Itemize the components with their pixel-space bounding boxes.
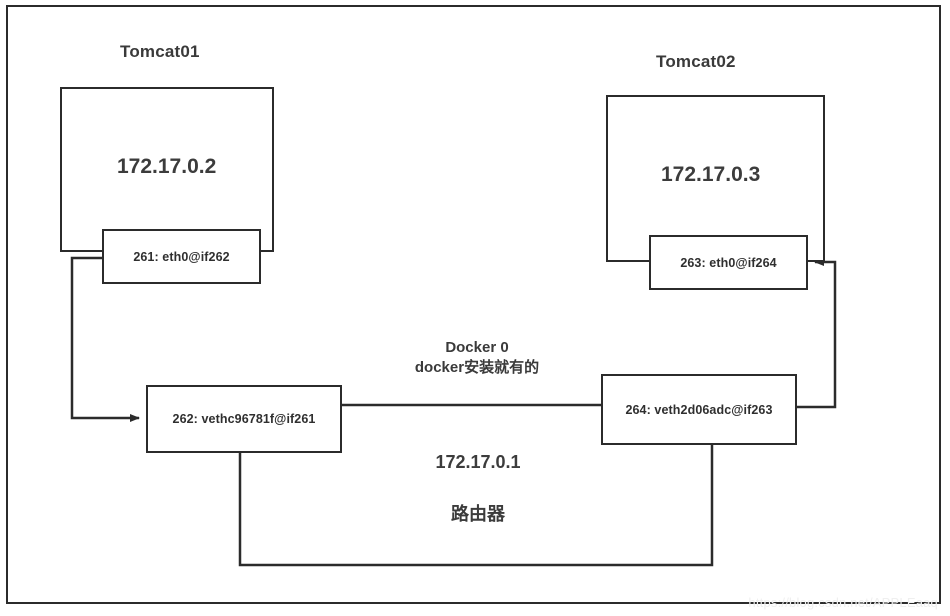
bridge-name: Docker 0 docker安装就有的 xyxy=(397,338,557,379)
interface-label-veth-264: 264: veth2d06adc@if263 xyxy=(625,402,773,417)
interface-label-tomcat01-eth0: 261: eth0@if262 xyxy=(133,249,230,264)
container-box-tomcat01 xyxy=(60,87,274,252)
watermark: https://blog.csdn.net/APPLEaaq xyxy=(748,595,938,610)
interface-box-veth-264: 264: veth2d06adc@if263 xyxy=(601,374,797,445)
container-ip-tomcat02: 172.17.0.3 xyxy=(661,163,761,186)
bridge-ip: 172.17.0.1 xyxy=(435,452,521,472)
bridge-name-line1: Docker 0 xyxy=(445,339,509,356)
bridge-name-line2: docker安装就有的 xyxy=(414,359,540,377)
bridge-role: 路由器 xyxy=(451,504,505,524)
diagram-outer-frame xyxy=(6,5,941,604)
wire-bridge-to-tomcat02 xyxy=(797,258,837,409)
interface-label-veth-262: 262: vethc96781f@if261 xyxy=(172,412,316,426)
container-title-tomcat01: Tomcat01 xyxy=(120,42,200,61)
interface-box-tomcat02-eth0: 263: eth0@if264 xyxy=(649,235,808,290)
interface-label-tomcat02-eth0: 263: eth0@if264 xyxy=(680,255,777,270)
interface-box-veth-262: 262: vethc96781f@if261 xyxy=(146,385,342,453)
container-ip-tomcat01: 172.17.0.2 xyxy=(117,155,217,178)
interface-box-tomcat01-eth0: 261: eth0@if262 xyxy=(102,229,261,284)
wire-bridge-bottom-link xyxy=(238,445,714,567)
wire-tomcat01-to-bridge xyxy=(70,256,140,422)
container-title-tomcat02: Tomcat02 xyxy=(656,52,736,71)
